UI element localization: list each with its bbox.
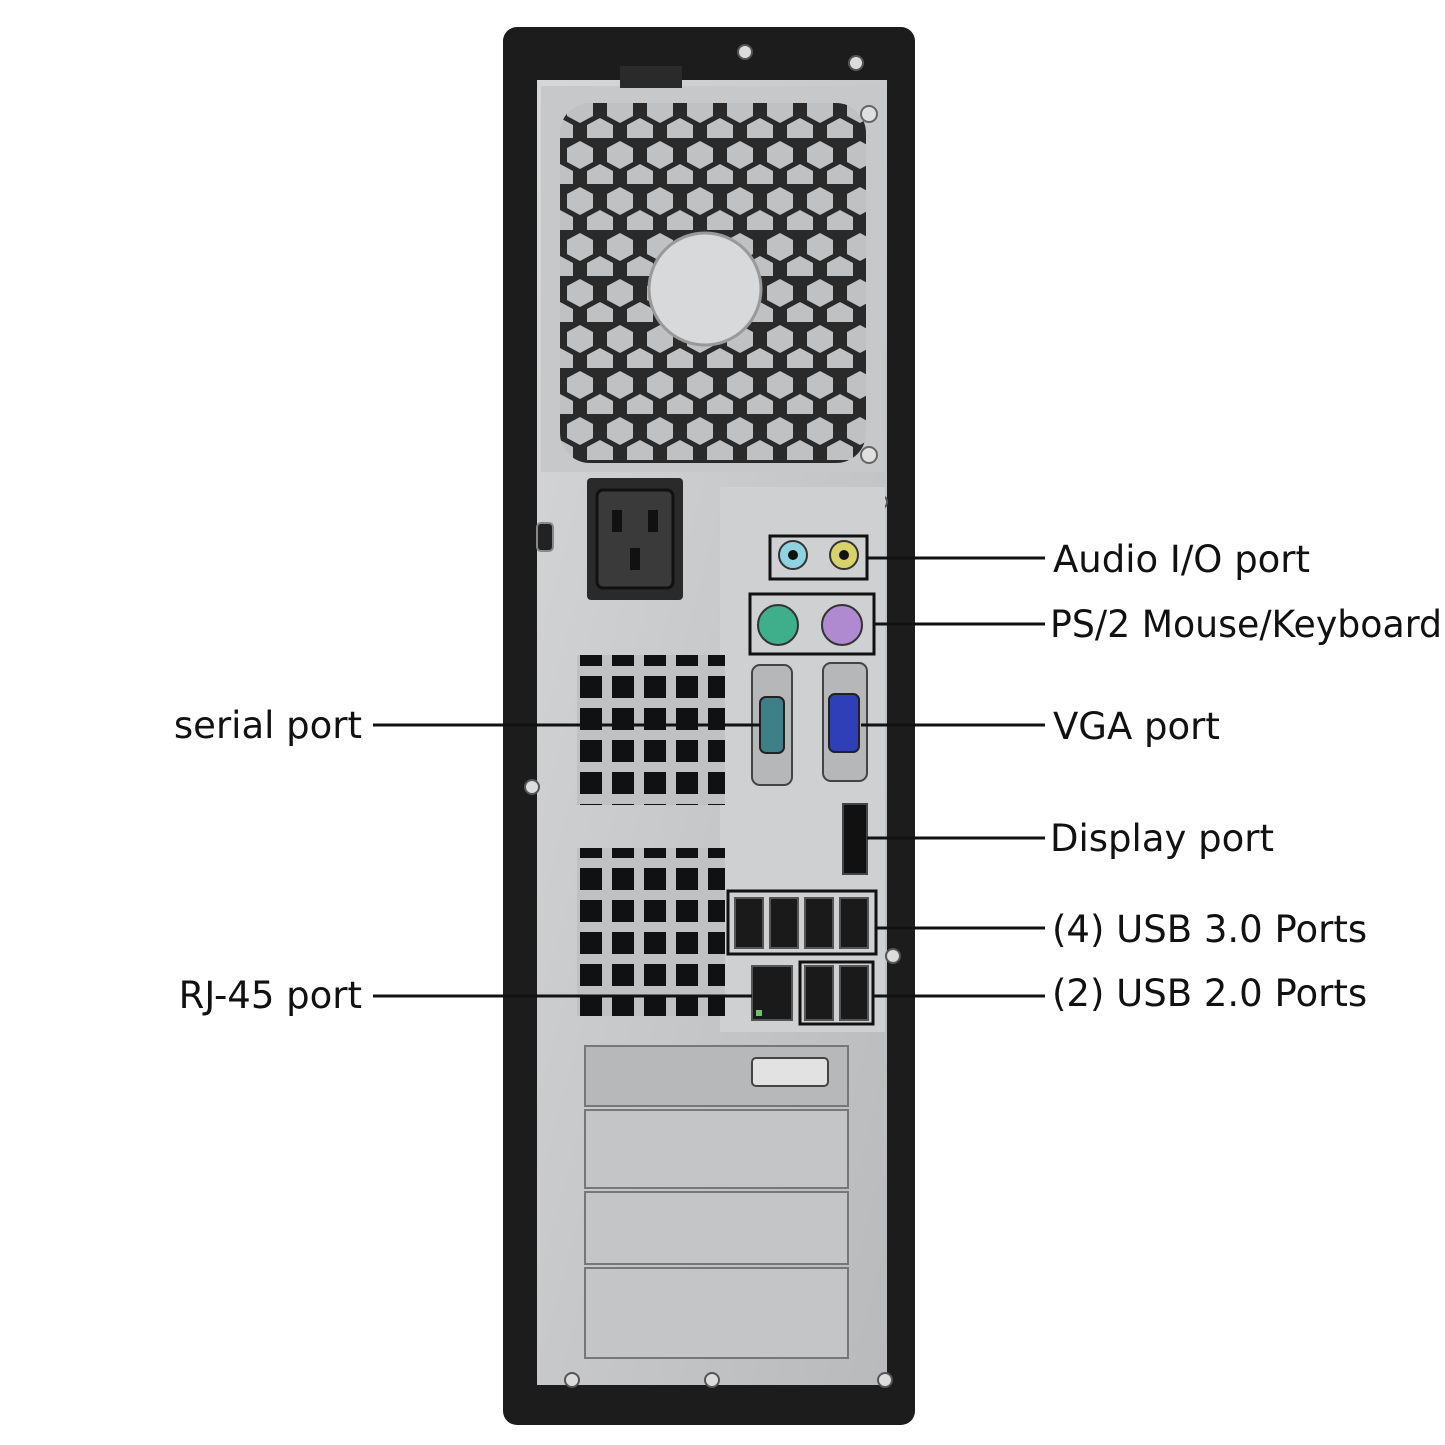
- ps2-label: PS/2 Mouse/Keyboard: [1050, 603, 1442, 646]
- serial-label: serial port: [174, 704, 362, 747]
- power-pin: [612, 510, 622, 532]
- screw-icon: [737, 44, 753, 60]
- rj45-led: [756, 1010, 762, 1016]
- usb-port-icon: [839, 965, 869, 1021]
- usb-port-icon: [804, 965, 834, 1021]
- audio-jacks: [778, 540, 859, 570]
- usb2-callout-box: [798, 960, 875, 1026]
- usb-port-icon: [804, 897, 834, 949]
- screw-icon: [524, 779, 540, 795]
- vga-connector: [822, 662, 868, 782]
- lock-slot: [536, 522, 554, 552]
- usb3-ports: [734, 897, 869, 949]
- usb-port-icon: [734, 897, 764, 949]
- power-pin: [648, 510, 658, 532]
- audio-jack-hole: [788, 550, 798, 560]
- usb2-ports: [804, 965, 869, 1021]
- usb-port-icon: [839, 897, 869, 949]
- power-pin: [630, 548, 640, 570]
- serial-port-icon: [759, 696, 785, 754]
- audio-jack-hole: [839, 550, 849, 560]
- usb3-label: (4) USB 3.0 Ports: [1052, 908, 1367, 951]
- ps2-ports: [757, 604, 863, 646]
- usb2-label: (2) USB 2.0 Ports: [1052, 972, 1367, 1015]
- displayport-port-icon: [842, 803, 868, 875]
- psu-handle: [620, 66, 682, 88]
- slot-cover: [584, 1267, 849, 1359]
- screw-icon: [885, 948, 901, 964]
- vga-label: VGA port: [1053, 705, 1220, 748]
- serial-connector: [751, 664, 793, 786]
- slot-cover: [584, 1109, 849, 1189]
- displayport-label: Display port: [1050, 817, 1274, 860]
- power-supply: [536, 66, 885, 600]
- slot-cover: [584, 1191, 849, 1265]
- rj45-label: RJ-45 port: [179, 974, 362, 1017]
- vent-grid-upper: [577, 655, 725, 805]
- screw-icon: [848, 55, 864, 71]
- screw-icon: [564, 1372, 580, 1388]
- usb-port-icon: [769, 897, 799, 949]
- expansion-slots: [584, 1045, 849, 1359]
- screw-icon: [860, 446, 878, 464]
- audio-label: Audio I/O port: [1053, 538, 1310, 581]
- vent-grid-lower: [577, 848, 725, 1016]
- ps2-callout-box: [748, 592, 876, 656]
- power-inlet: [595, 488, 675, 590]
- screw-icon: [704, 1372, 720, 1388]
- ps2-port-icon: [757, 604, 799, 646]
- rj45-connector: [751, 965, 793, 1021]
- displayport-connector: [842, 803, 868, 875]
- vga-port-icon: [828, 693, 860, 753]
- screw-icon: [877, 1372, 893, 1388]
- usb3-callout-box: [726, 889, 878, 956]
- dvi-port-icon: [751, 1057, 829, 1087]
- audio-callout-box: [768, 534, 869, 581]
- screw-icon: [860, 105, 878, 123]
- ps2-port-icon: [821, 604, 863, 646]
- fan-hub: [647, 231, 763, 347]
